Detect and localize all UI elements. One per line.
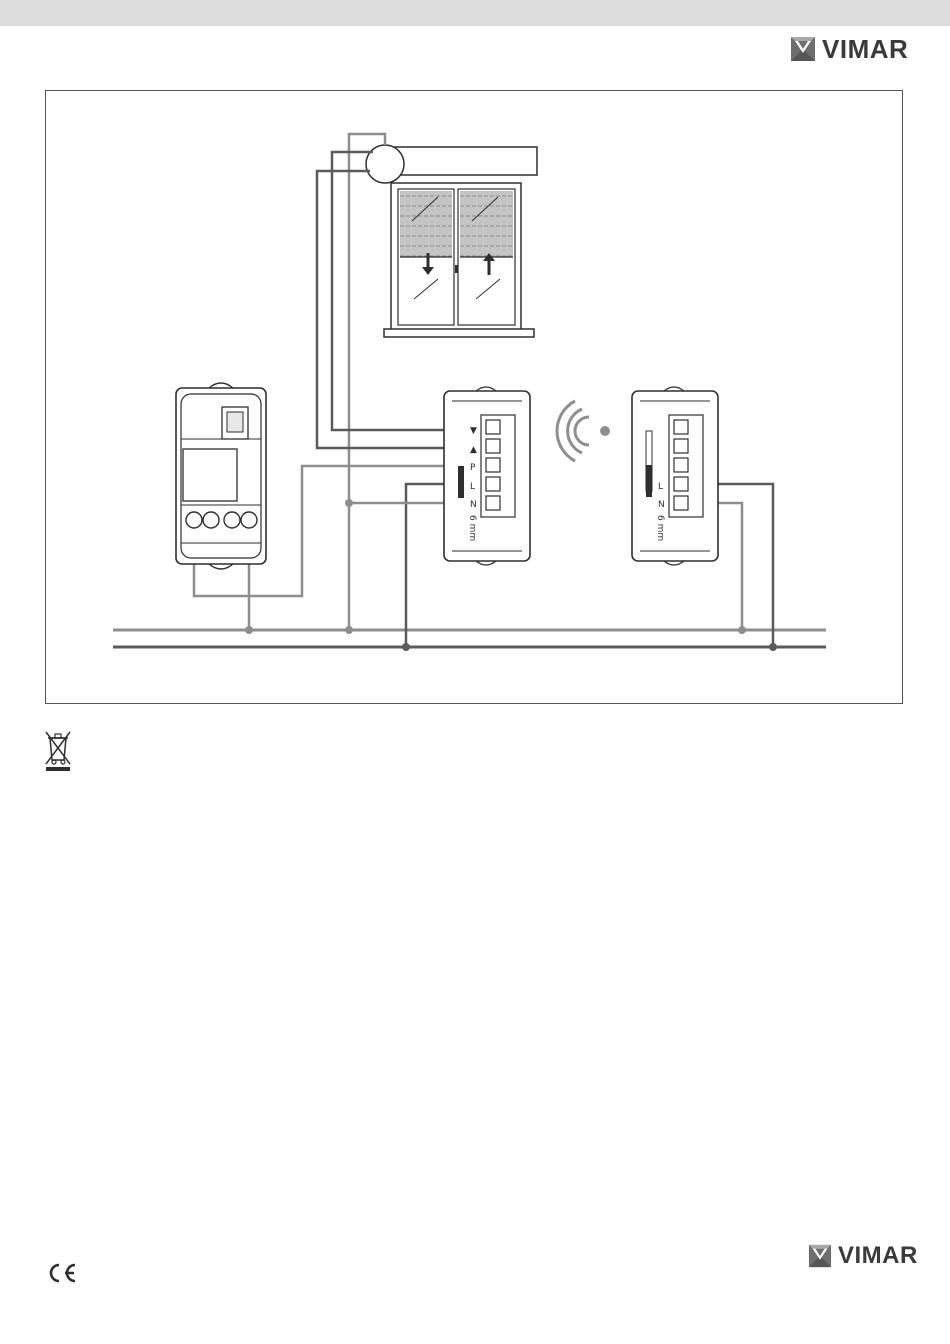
wiring-diagram-svg: ▼ ▲ P L N 6 mm L N 6 mm: [46, 91, 904, 705]
motor-icon: [366, 145, 404, 183]
brand-name-footer: VIMAR: [838, 1244, 918, 1268]
transmitter-label-n: N: [658, 500, 665, 510]
ce-mark: [46, 1262, 78, 1289]
receiver-label-l: L: [470, 482, 475, 492]
radio-waves-icon: [557, 401, 610, 461]
receiver-module: ▼ ▲ P L N 6 mm: [444, 387, 530, 565]
transmitter-label-l: L: [658, 482, 663, 492]
vimar-logo: VIMAR: [790, 36, 908, 62]
receiver-label-n: N: [470, 500, 477, 510]
vimar-logo-footer: VIMAR: [808, 1244, 918, 1268]
receiver-label-up: ▲: [470, 445, 477, 455]
vimar-logo-icon: [790, 36, 816, 62]
header-band: [0, 0, 950, 26]
weee-bin-icon: [44, 730, 72, 772]
brand-name: VIMAR: [822, 36, 908, 62]
wiring-diagram: ▼ ▲ P L N 6 mm L N 6 mm: [45, 90, 903, 704]
transmitter-strip-label: 6 mm: [655, 515, 665, 541]
receiver-label-p: P: [470, 463, 476, 473]
receiver-strip-label: 6 mm: [467, 515, 477, 541]
pushbutton-module: [176, 383, 266, 569]
weee-symbol: [44, 730, 72, 777]
motor-wire-neutral: [349, 134, 385, 630]
vimar-logo-icon: [808, 1244, 832, 1268]
transmitter-module: L N 6 mm: [632, 387, 718, 565]
roller-shutter-window: [384, 147, 537, 337]
receiver-label-down: ▼: [470, 426, 477, 436]
ce-mark-icon: [46, 1262, 78, 1284]
